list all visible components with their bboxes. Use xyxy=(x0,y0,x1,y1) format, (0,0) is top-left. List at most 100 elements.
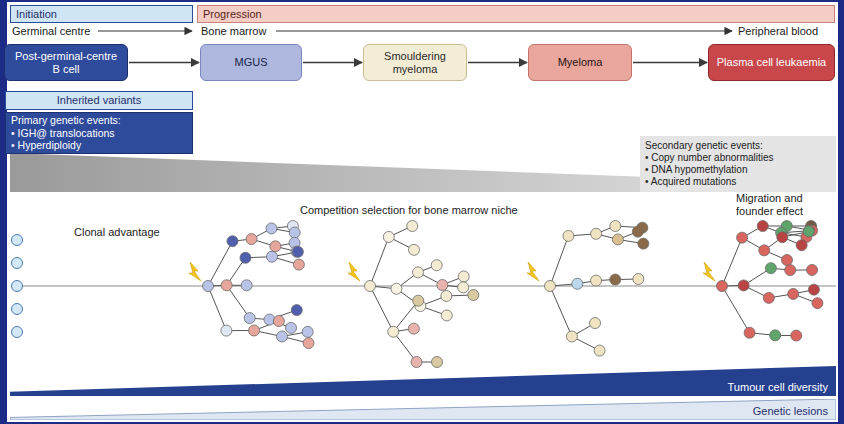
stage-arrow xyxy=(303,62,362,63)
clone-cell xyxy=(807,264,818,275)
clone-cell xyxy=(744,327,755,338)
clone-tree-cells xyxy=(203,221,823,368)
clone-cell xyxy=(291,305,302,316)
bullet-text: • Hyperdiploidy xyxy=(11,139,187,152)
clone-cell xyxy=(249,325,260,336)
clone-branch xyxy=(550,236,568,286)
cell xyxy=(12,258,23,269)
diversity-wedge: Tumour cell diversity xyxy=(10,366,836,396)
clone-cell xyxy=(276,331,287,342)
clone-cell xyxy=(590,318,601,329)
clone-cell xyxy=(437,279,448,290)
clone-cell xyxy=(572,278,583,289)
clone-cell xyxy=(759,245,770,256)
clone-cell xyxy=(638,238,649,249)
stage-box: Post-germinal-centre B cell xyxy=(4,44,128,81)
cell xyxy=(12,304,23,315)
node-text: Inherited variants xyxy=(11,94,187,107)
cell xyxy=(12,235,23,246)
lightning-bolt xyxy=(527,262,539,281)
cell xyxy=(12,327,23,338)
lightning-bolt xyxy=(189,262,201,281)
clone-cell xyxy=(292,246,303,257)
clone-cell xyxy=(803,226,814,237)
clone-cell xyxy=(591,275,602,286)
node-text: Genetic lesions xyxy=(14,405,828,418)
node-text: Post-germinal-centre B cell xyxy=(10,50,122,76)
clone-branch xyxy=(208,286,226,331)
clone-cell xyxy=(221,280,232,291)
clone-cell xyxy=(246,234,257,245)
precursor-cells xyxy=(12,235,23,338)
clone-cell xyxy=(240,252,251,263)
node-text: Smouldering myeloma xyxy=(369,50,461,76)
clone-branch xyxy=(722,238,742,286)
node-text: Progression xyxy=(203,8,829,21)
node-text: Initiation xyxy=(16,8,187,21)
clone-cell xyxy=(737,232,748,243)
phase-band: Initiation xyxy=(10,5,193,23)
clone-cell xyxy=(545,281,556,292)
clone-cell xyxy=(273,316,284,327)
phase-band: Progression xyxy=(197,5,835,23)
clone-cell xyxy=(413,295,424,306)
bullet-text: • Copy number abnormalities xyxy=(645,152,831,164)
clone-cell xyxy=(441,290,452,301)
clone-cell xyxy=(458,282,469,293)
clone-cell xyxy=(411,357,422,368)
clone-cell xyxy=(286,322,297,333)
cell xyxy=(12,281,23,292)
clone-cell xyxy=(785,265,796,276)
clone-cell xyxy=(302,326,313,337)
clone-cell xyxy=(781,255,792,266)
clone-cell xyxy=(563,230,574,241)
clone-cell xyxy=(566,331,577,342)
stage-arrow xyxy=(468,62,527,63)
clone-cell xyxy=(633,274,644,285)
lightning-bolt xyxy=(348,262,360,281)
clone-branch xyxy=(208,241,232,286)
wedge-shape xyxy=(10,399,836,420)
stage-arrow xyxy=(633,62,707,63)
flow-arrow xyxy=(98,30,192,31)
clone-cell xyxy=(765,263,776,274)
primary-wedge xyxy=(10,153,836,192)
clone-cell xyxy=(788,288,799,299)
clone-cell xyxy=(610,274,621,285)
lightning-bolt xyxy=(703,262,715,281)
bullet-text: • Acquired mutations xyxy=(645,176,831,188)
clone-cell xyxy=(293,259,304,270)
wedge-fill xyxy=(10,366,836,396)
clone-cell xyxy=(431,260,442,271)
annotation-label: Clonal advantage xyxy=(74,226,160,239)
clone-branch xyxy=(370,237,389,286)
clone-cell xyxy=(227,236,238,247)
clone-cell xyxy=(267,251,278,262)
clone-cell xyxy=(388,326,399,337)
clone-cell xyxy=(303,338,314,349)
stage-box: Plasma cell leukaemia xyxy=(708,44,835,81)
bullet-text: • DNA hypomethylation xyxy=(645,164,831,176)
secondary-events-box: Secondary genetic events:• Copy number a… xyxy=(640,136,836,192)
flow-arrow xyxy=(276,30,732,31)
annotation-label: Germinal centre xyxy=(12,25,90,38)
clone-cell xyxy=(365,281,376,292)
clone-cell xyxy=(458,271,469,282)
clone-cell xyxy=(203,281,214,292)
clone-cell xyxy=(266,223,277,234)
clone-cell xyxy=(612,234,623,245)
clone-branch xyxy=(550,286,572,336)
clone-cell xyxy=(717,281,728,292)
clone-cell xyxy=(270,241,281,252)
node-text: Myeloma xyxy=(534,56,626,69)
clone-cell xyxy=(407,221,418,232)
node-text: Primary genetic events: xyxy=(11,114,187,127)
clone-cell xyxy=(594,345,605,356)
clone-branch xyxy=(370,286,393,332)
clone-cell xyxy=(738,280,749,291)
stage-box: Smouldering myeloma xyxy=(363,44,467,81)
lesions-wedge: Genetic lesions xyxy=(10,399,836,420)
clone-branch xyxy=(722,286,750,333)
clone-cell xyxy=(763,292,774,303)
node-text: Tumour cell diversity xyxy=(14,381,828,394)
